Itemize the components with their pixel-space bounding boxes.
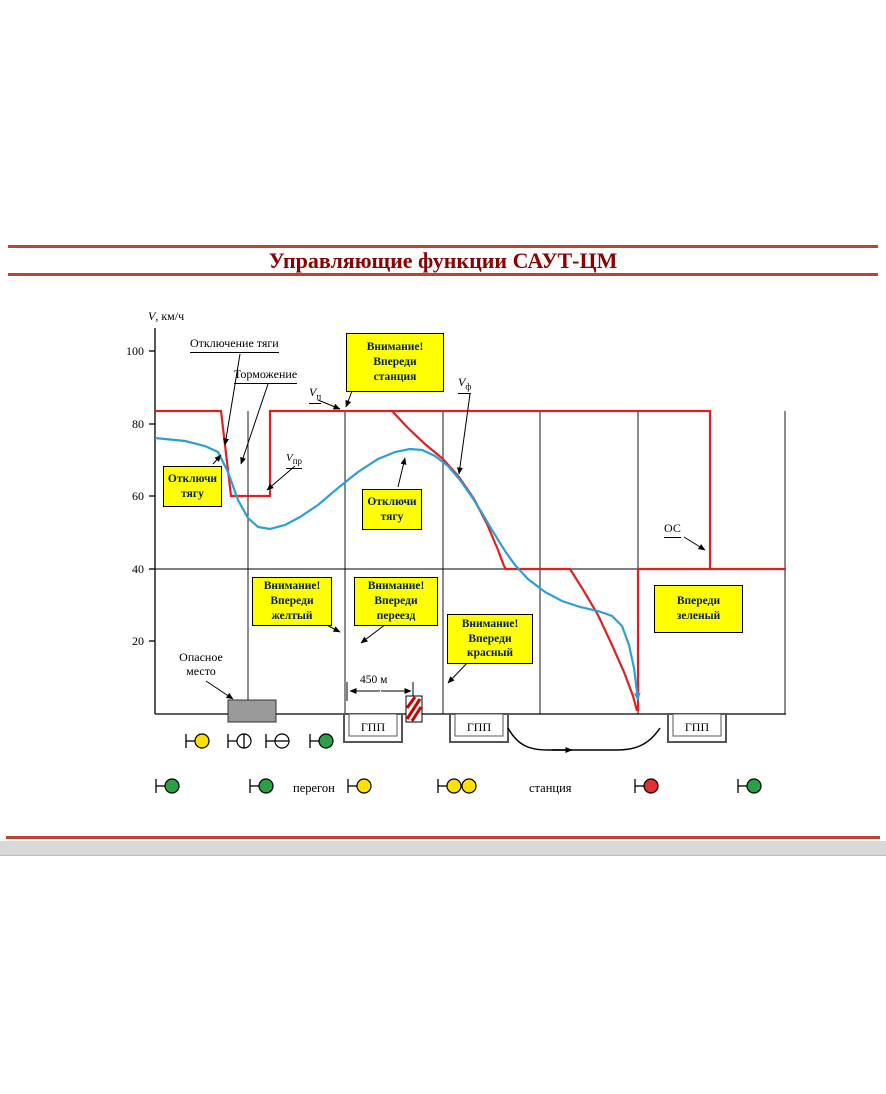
header-rule-top: [8, 245, 878, 248]
y-tick-60: 60: [132, 489, 144, 503]
braking-label: Торможение: [234, 367, 298, 384]
cutoff-traction-label: Отключение тяги: [190, 336, 279, 353]
callout-red-ahead: Внимание! Впереди красный: [447, 614, 533, 664]
level-crossing-icon: [405, 695, 423, 723]
footer-band: [0, 841, 886, 856]
signal-green-icon: [737, 778, 762, 794]
callout-crossing-ahead: Внимание! Впереди переезд: [354, 577, 438, 626]
v-permitted-curve: [155, 409, 786, 712]
signal-double-yellow-icon: [437, 778, 477, 794]
v-pr-label: Vпр: [286, 452, 303, 469]
header-rule-bottom: [8, 273, 878, 276]
signal-extinguished-vertical-icon: [227, 733, 252, 749]
os-label: ОС: [664, 521, 681, 538]
y-axis-label: V, км/ч: [148, 309, 185, 323]
gpp-box-3: ГПП: [667, 713, 727, 743]
station-loop-track: [507, 727, 661, 753]
callout-green-ahead: Впереди зеленый: [654, 585, 743, 633]
gpp-label: ГПП: [685, 720, 710, 734]
gpp-box-1: ГПП: [343, 713, 403, 743]
signal-extinguished-horizontal-icon: [265, 733, 290, 749]
gpp-label: ГПП: [361, 720, 386, 734]
callout-yellow-ahead: Внимание! Впереди желтый: [252, 577, 332, 626]
gpp-box-2: ГПП: [449, 713, 509, 743]
stancia-label: станция: [529, 781, 572, 795]
y-tick-40: 40: [132, 562, 144, 576]
footer-rule: [6, 836, 880, 839]
gpp-label: ГПП: [467, 720, 492, 734]
callout-station-ahead: Внимание! Впереди станция: [346, 333, 444, 392]
signal-green-icon: [249, 778, 274, 794]
signal-green-icon: [155, 778, 180, 794]
v-permitted-label: Vп: [309, 385, 322, 404]
y-tick-20: 20: [132, 634, 144, 648]
v-actual-label: Vф: [458, 375, 472, 394]
signal-yellow-icon: [185, 733, 210, 749]
danger-place-label: Опасное место: [179, 650, 223, 678]
peregon-label: перегон: [293, 781, 335, 795]
signal-red-icon: [634, 778, 659, 794]
callout-cut-traction-1: Отключи тягу: [163, 466, 222, 507]
signal-green-icon: [309, 733, 334, 749]
y-tick-80: 80: [132, 417, 144, 431]
y-tick-100: 100: [126, 344, 144, 358]
page-title: Управляющие функции САУТ-ЦМ: [268, 248, 618, 273]
callout-cut-traction-2: Отключи тягу: [362, 489, 422, 530]
block-section-grid: [155, 411, 786, 714]
signal-yellow-icon: [347, 778, 372, 794]
danger-place-box: [227, 699, 277, 723]
distance-450m-label: 450 м: [360, 674, 388, 686]
v-actual-curve: [154, 436, 641, 701]
